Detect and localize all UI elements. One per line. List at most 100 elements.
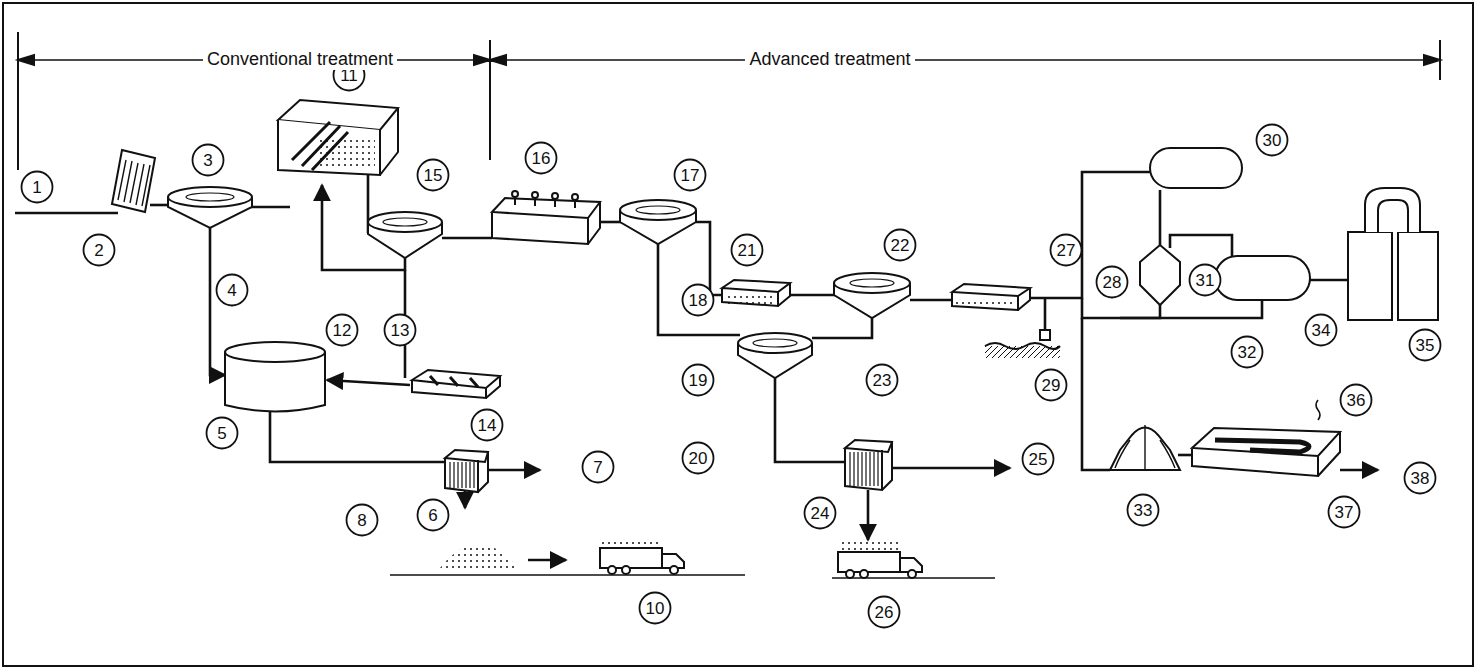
callout-number: 2 <box>94 242 103 259</box>
callout-circle: 26 <box>867 595 901 629</box>
callout-ring <box>675 160 706 191</box>
sludge-thickener <box>412 370 500 398</box>
callout-ring <box>683 443 714 474</box>
callout-ring <box>1232 337 1263 368</box>
callout-number: 5 <box>217 425 226 442</box>
callout-number: 12 <box>333 322 352 339</box>
callout-number: 22 <box>891 237 910 254</box>
callout-ring <box>418 500 449 531</box>
callout-number: 27 <box>1057 242 1076 259</box>
callout-ring <box>347 505 378 536</box>
callout-circle: 27 <box>1049 233 1083 267</box>
callout-number: 25 <box>1029 451 1048 468</box>
callout-circle: 33 <box>1126 493 1160 527</box>
callout-circle: 5 <box>205 416 239 450</box>
callout-circle: 1 <box>20 170 54 204</box>
callout-number: 7 <box>593 459 602 476</box>
callout-ring <box>1036 370 1067 401</box>
truck <box>600 538 922 578</box>
callout-ring <box>1023 444 1054 475</box>
callout-number: 8 <box>357 512 366 529</box>
pipe <box>15 172 1378 560</box>
callout-number: 1 <box>32 179 41 196</box>
callout-circle: 34 <box>1304 313 1338 347</box>
receiving-water <box>985 330 1060 358</box>
callout-circle: 37 <box>1327 495 1361 529</box>
callout-ring <box>1329 497 1360 528</box>
callout-number: 33 <box>1134 502 1153 519</box>
callout-ring <box>885 230 916 261</box>
rain-symbol <box>1316 400 1320 420</box>
callout-ring <box>217 275 248 306</box>
callout-number: 35 <box>1416 337 1435 354</box>
section-label: Conventional treatment <box>203 50 397 70</box>
callout-circle: 6 <box>416 498 450 532</box>
land-treatment <box>1192 428 1340 476</box>
callout-ring <box>732 235 763 266</box>
vessel <box>1140 148 1310 305</box>
callout-ring <box>207 418 238 449</box>
callout-circle: 4 <box>215 273 249 307</box>
callout-ring <box>472 410 503 441</box>
callout-number: 10 <box>646 600 665 617</box>
ground <box>390 574 745 576</box>
callout-circle: 2 <box>82 233 116 267</box>
section-label: Advanced treatment <box>745 50 914 70</box>
callout-number: 31 <box>1196 272 1215 289</box>
callout-circle: 35 <box>1408 328 1442 362</box>
callout-number: 17 <box>681 167 700 184</box>
callout-ring <box>22 172 53 203</box>
callout-number: 19 <box>689 372 708 389</box>
sand-filter <box>722 280 1030 310</box>
callout-ring <box>1410 330 1441 361</box>
callout-ring <box>1051 235 1082 266</box>
callout-ring <box>526 143 557 174</box>
callout-circle: 10 <box>638 591 672 625</box>
callout-ring <box>385 315 416 346</box>
callout-number: 14 <box>478 417 497 434</box>
callout-circle: 24 <box>803 496 837 530</box>
bar-screen <box>112 150 155 212</box>
callout-ring <box>683 285 714 316</box>
callout-circle: 16 <box>524 141 558 175</box>
callout-number: 38 <box>1411 470 1430 487</box>
callout-ring <box>640 593 671 624</box>
callout-circle: 19 <box>681 363 715 397</box>
callout-ring <box>583 452 614 483</box>
callout-circle: 38 <box>1403 461 1437 495</box>
callout-number: 24 <box>811 505 830 522</box>
callout-number: 34 <box>1312 322 1331 339</box>
flocculation-basin <box>492 191 600 244</box>
callout-number: 20 <box>689 450 708 467</box>
callout-ring <box>1306 315 1337 346</box>
callout-circle: 18 <box>681 283 715 317</box>
callout-ring <box>418 160 449 191</box>
callout-circle: 29 <box>1034 368 1068 402</box>
callout-circle: 30 <box>1255 123 1289 157</box>
callout-circle: 31 <box>1188 263 1222 297</box>
callout-ring <box>1097 267 1128 298</box>
callout-ring <box>1190 265 1221 296</box>
spray-irrigation <box>1110 425 1180 470</box>
callout-number: 23 <box>873 372 892 389</box>
callout-circle: 23 <box>865 363 899 397</box>
callout-ring <box>84 235 115 266</box>
callout-ring <box>683 365 714 396</box>
callout-number: 3 <box>203 152 212 169</box>
callout-number: 6 <box>428 507 437 524</box>
callout-ring <box>1405 463 1436 494</box>
callout-circle: 21 <box>730 233 764 267</box>
callout-circle: 36 <box>1339 383 1373 417</box>
callout-circle: 15 <box>416 158 450 192</box>
filter-press <box>445 440 892 492</box>
callout-ring <box>1257 125 1288 156</box>
callout-ring <box>327 315 358 346</box>
stripping-tower <box>1348 188 1438 320</box>
callout-ring <box>805 498 836 529</box>
callout-ring <box>193 145 224 176</box>
sludge-digester <box>225 342 325 412</box>
callout-number: 32 <box>1238 344 1257 361</box>
callout-circle: 32 <box>1230 335 1264 369</box>
callout-circle: 13 <box>383 313 417 347</box>
